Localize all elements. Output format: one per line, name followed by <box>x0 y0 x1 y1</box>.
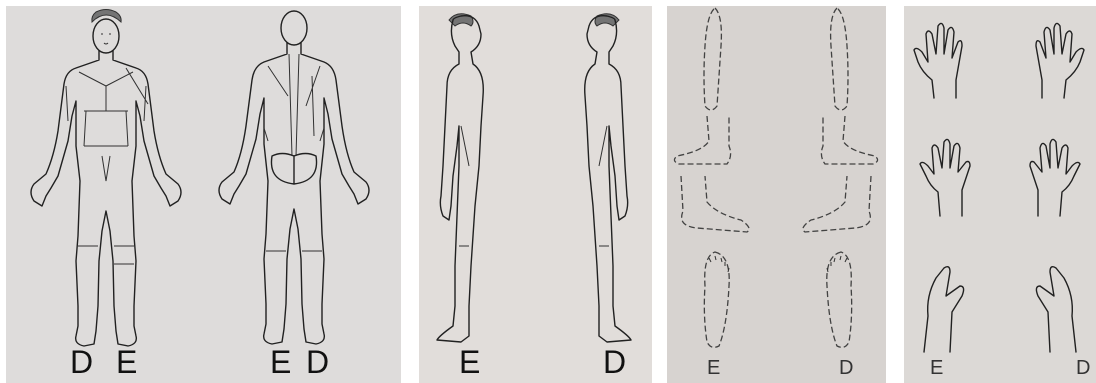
front-back-figures <box>6 6 401 383</box>
feet-panel: E D <box>667 6 886 383</box>
side-right-label: D <box>603 346 626 378</box>
hands-drawings <box>904 6 1096 383</box>
front-left-side-label: E <box>116 346 137 378</box>
feet-left-label: E <box>707 358 720 378</box>
body-front-back-panel: D E E D <box>6 6 401 383</box>
feet-right-label: D <box>839 358 853 378</box>
back-left-side-label: E <box>270 346 291 378</box>
hands-left-label: E <box>930 358 943 378</box>
front-right-side-label: D <box>70 346 93 378</box>
back-right-side-label: D <box>306 346 329 378</box>
hands-right-label: D <box>1076 358 1090 378</box>
side-figures <box>419 6 652 383</box>
hands-panel: E D <box>904 6 1096 383</box>
feet-drawings <box>667 6 886 383</box>
body-side-panel: E D <box>419 6 652 383</box>
side-left-label: E <box>459 346 480 378</box>
